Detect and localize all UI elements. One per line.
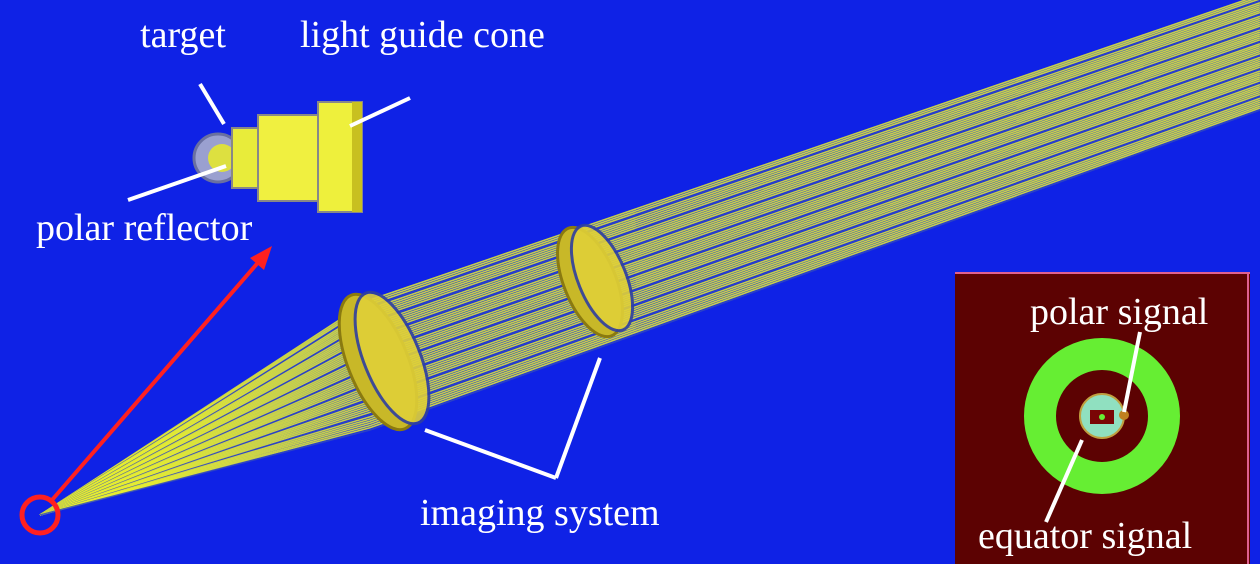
- light-guide-cone-model: [192, 101, 363, 213]
- label-polar-reflector: polar reflector: [36, 207, 253, 249]
- label-light-guide-cone: light guide cone: [300, 14, 545, 56]
- leader-lines: [127, 82, 1142, 523]
- red-arrow-icon: [50, 246, 272, 502]
- imaging-lens-2: [556, 223, 635, 339]
- label-equator-signal: equator signal: [978, 515, 1192, 557]
- imaging-lens-1: [337, 290, 431, 432]
- label-target: target: [140, 14, 226, 56]
- ray: [39, 109, 1260, 516]
- detector-image-inset: [955, 272, 1250, 564]
- label-imaging-system: imaging system: [420, 492, 660, 534]
- equator-ring: [1024, 338, 1180, 494]
- source-marker-circle: [19, 494, 61, 536]
- label-polar-signal: polar signal: [1030, 291, 1208, 333]
